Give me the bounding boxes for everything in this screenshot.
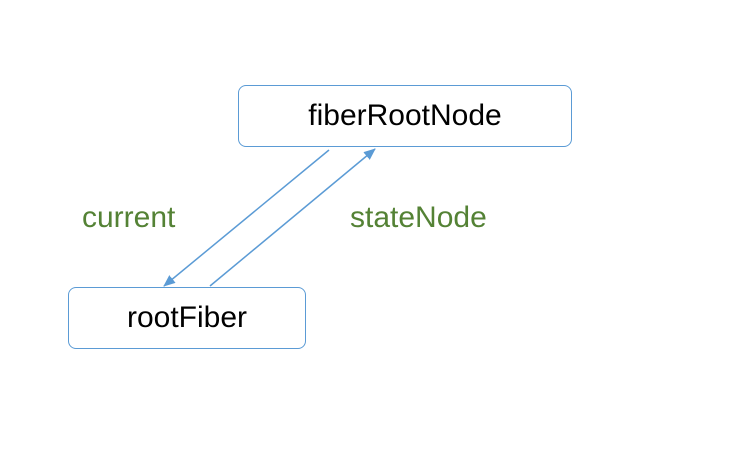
state-node-arrow <box>209 148 376 287</box>
state-node-edge-label: stateNode <box>350 201 487 234</box>
current-arrow <box>163 149 330 287</box>
fiber-root-node-box: fiberRootNode <box>238 85 572 147</box>
root-fiber-label: rootFiber <box>126 301 248 334</box>
root-fiber-box: rootFiber <box>68 287 306 349</box>
current-edge-label: current <box>82 201 176 234</box>
fiber-root-node-label: fiberRootNode <box>308 99 502 132</box>
